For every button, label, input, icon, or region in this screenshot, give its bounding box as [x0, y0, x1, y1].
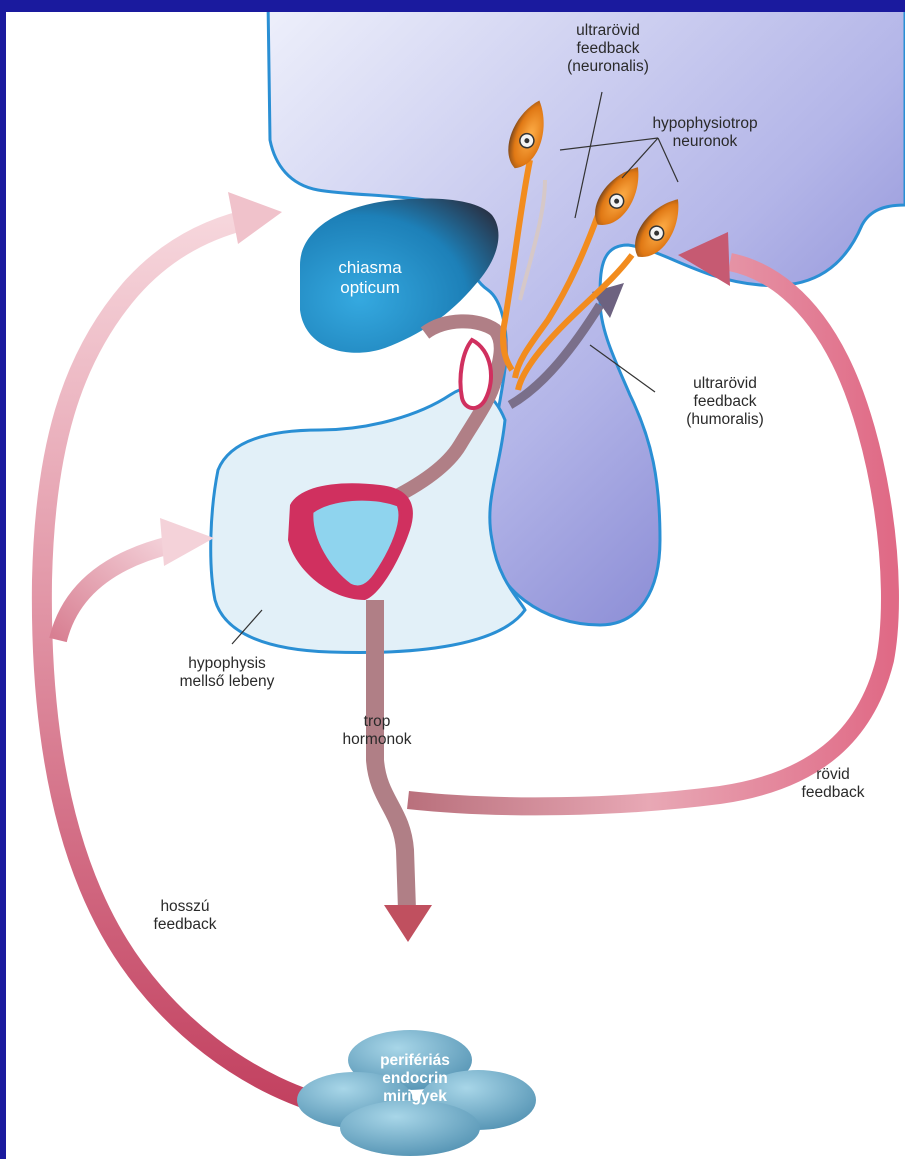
label-rovid-feedback: rövid feedback [778, 766, 888, 802]
mid-feedback-arrowhead [160, 518, 214, 566]
frame-top-bar [0, 0, 905, 12]
label-hypophysis-mellso-lebeny: hypophysis mellső lebeny [152, 655, 302, 691]
mid-feedback-arrow [58, 545, 170, 640]
label-trop-hormonok: trop hormonok [322, 713, 432, 749]
label-periferias-endocrin-mirigyek: perifériás endocrin mirigyek [355, 1052, 475, 1106]
label-chiasma-opticum: chiasma opticum [315, 258, 425, 298]
frame-left-bar [0, 0, 6, 1159]
long-feedback-arrowhead [228, 192, 282, 244]
portal-upper-loop [460, 340, 491, 408]
label-ultrarovid-humoralis: ultrarövid feedback (humoralis) [655, 375, 795, 429]
label-hypophysiotrop-neuronok: hypophysiotrop neuronok [630, 115, 780, 151]
label-hosszu-feedback: hosszú feedback [130, 898, 240, 934]
label-ultrarovid-neuronalis: ultrarövid feedback (neuronalis) [548, 22, 668, 76]
trop-hormone-arrowhead [384, 905, 432, 942]
